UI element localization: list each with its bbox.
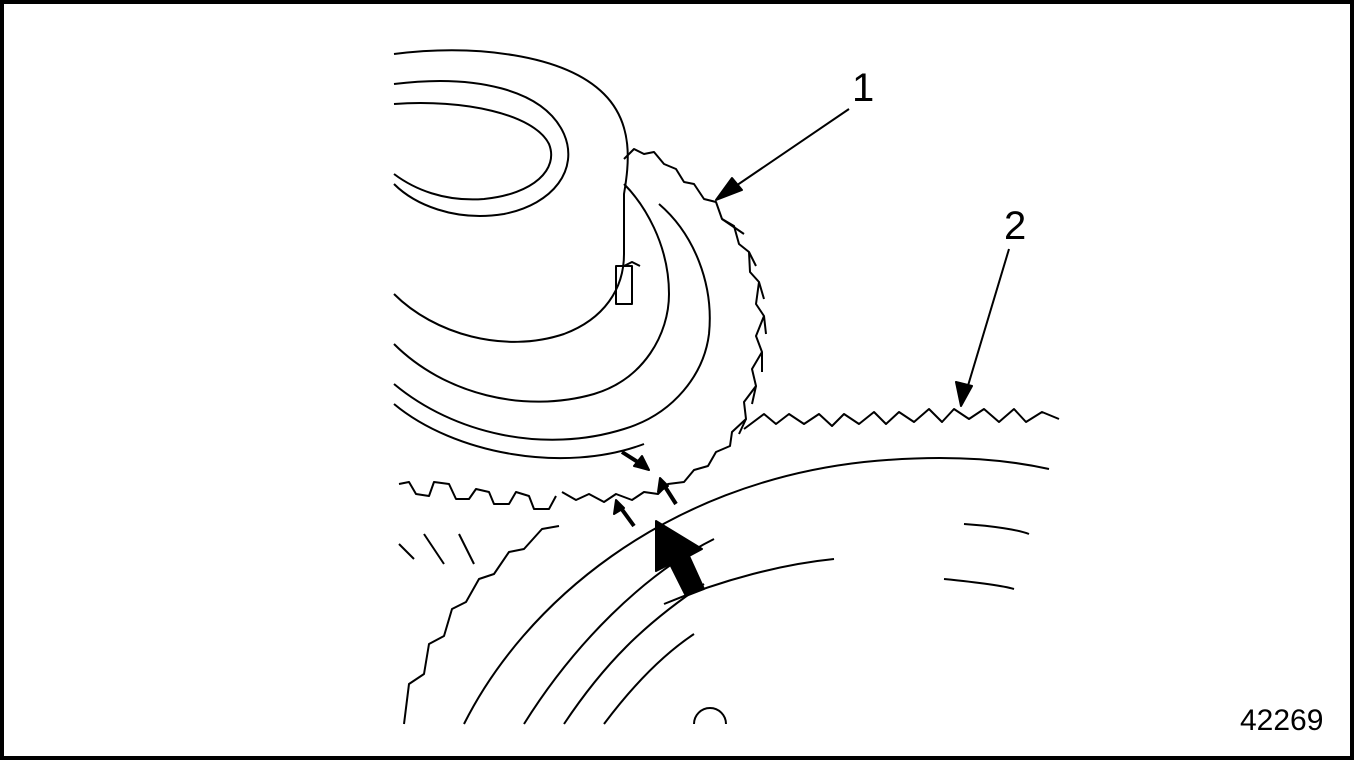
leader-line-1 bbox=[723, 108, 850, 195]
callout-1: 1 bbox=[852, 66, 875, 110]
gear-mesh-illustration bbox=[393, 49, 1060, 725]
figure-number: 42269 bbox=[1240, 704, 1324, 737]
leader-arrows bbox=[715, 108, 1010, 407]
arrowhead-1 bbox=[715, 177, 743, 201]
large-gear bbox=[398, 408, 1060, 725]
leader-line-2 bbox=[963, 248, 1010, 400]
arrowhead-2 bbox=[955, 381, 973, 407]
large-arrow-icon bbox=[655, 520, 705, 597]
small-gear bbox=[393, 49, 767, 503]
mesh-indicator-arrows bbox=[613, 450, 705, 597]
callout-2: 2 bbox=[1004, 204, 1027, 248]
